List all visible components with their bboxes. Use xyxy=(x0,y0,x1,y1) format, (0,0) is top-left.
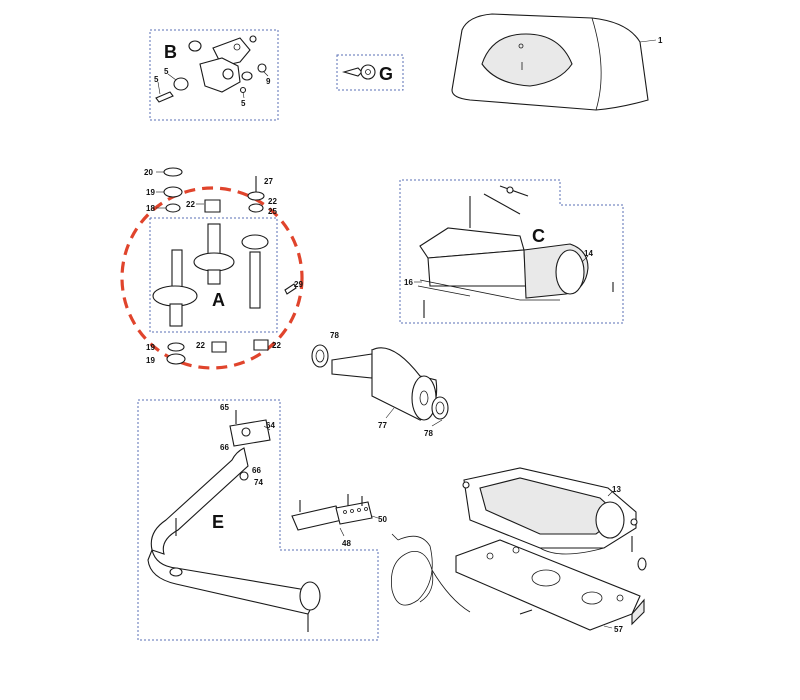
group-b-box xyxy=(149,29,279,121)
group-g-box xyxy=(336,54,404,91)
part-label-18: 18 xyxy=(146,204,155,213)
part-label-9: 9 xyxy=(266,77,271,86)
lock-assembly xyxy=(155,35,267,103)
part-label-25: 25 xyxy=(268,207,277,216)
mounting-plate: 57 xyxy=(455,539,645,634)
part-label-65: 65 xyxy=(220,403,229,412)
group-b: B 5 5 5 9 xyxy=(149,29,279,121)
part-label-48: 48 xyxy=(342,539,351,548)
motor-cover: 1 xyxy=(451,13,663,111)
group-a-label: A xyxy=(212,290,225,310)
group-a: A 20 19 18 22 27 22 25 29 19 19 22 22 xyxy=(120,167,304,370)
group-e: E 65 64 66 66 74 xyxy=(137,399,379,641)
part-label-50: 50 xyxy=(378,515,387,524)
gearbox-base: 13 xyxy=(462,467,647,571)
part-label-74: 74 xyxy=(254,478,263,487)
part-label-29: 29 xyxy=(294,280,303,289)
part-label-13: 13 xyxy=(612,485,621,494)
part-label-22: 22 xyxy=(186,200,195,209)
part-label-78: 78 xyxy=(424,429,433,438)
part-label-22: 22 xyxy=(196,341,205,350)
part-label-5: 5 xyxy=(241,99,246,108)
group-e-box xyxy=(137,399,379,641)
terminal-block: 50 48 xyxy=(291,494,387,548)
group-e-label: E xyxy=(212,512,224,532)
part-label-1: 1 xyxy=(658,36,663,45)
part-label-19: 19 xyxy=(146,343,155,352)
key xyxy=(341,64,376,80)
group-g-label: G xyxy=(379,64,393,84)
highlight-circle xyxy=(120,186,304,370)
group-c: C 14 16 xyxy=(399,179,624,324)
group-g: G xyxy=(336,54,404,91)
part-label-16: 16 xyxy=(404,278,413,287)
group-c-label: C xyxy=(532,226,545,246)
part-label-20: 20 xyxy=(144,168,153,177)
electric-motor: 78 77 78 xyxy=(311,331,449,438)
part-label-27: 27 xyxy=(264,177,273,186)
part-label-66: 66 xyxy=(220,443,229,452)
part-label-64: 64 xyxy=(266,421,275,430)
part-label-19: 19 xyxy=(146,356,155,365)
cable-coil xyxy=(391,533,471,613)
part-label-14: 14 xyxy=(584,249,593,258)
part-label-19: 19 xyxy=(146,188,155,197)
part-label-66: 66 xyxy=(252,466,261,475)
group-b-label: B xyxy=(164,42,177,62)
group-c-box xyxy=(399,179,624,324)
part-label-22: 22 xyxy=(272,341,281,350)
part-label-77: 77 xyxy=(378,421,387,430)
part-label-57: 57 xyxy=(614,625,623,634)
part-label-5: 5 xyxy=(154,75,159,84)
part-label-22: 22 xyxy=(268,197,277,206)
part-label-78: 78 xyxy=(330,331,339,340)
part-label-5: 5 xyxy=(164,67,169,76)
